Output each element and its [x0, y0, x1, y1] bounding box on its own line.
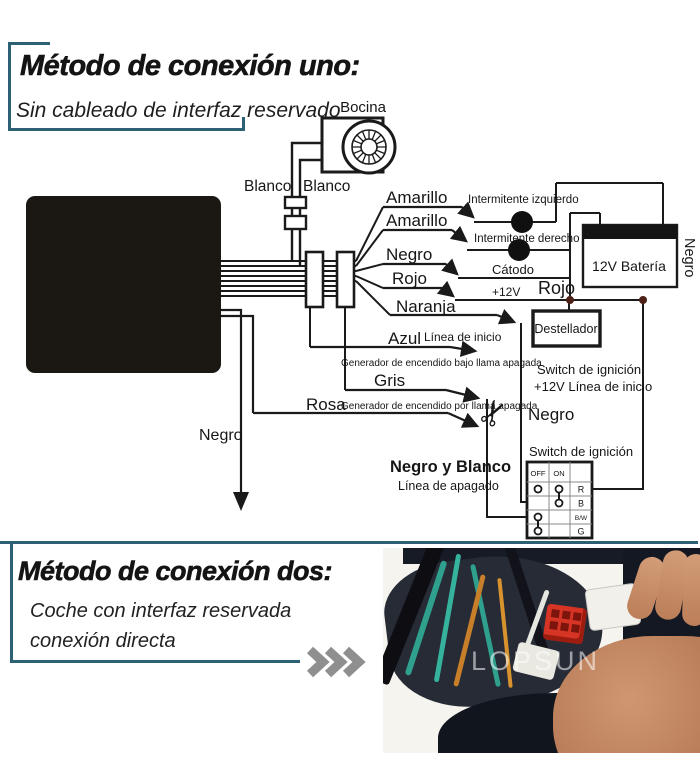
junction-dot [639, 296, 647, 304]
battery: 12V Batería [581, 223, 679, 289]
alarm-unit-box [26, 196, 221, 373]
note-intermitente-derecho: Intermitente derecho [474, 233, 579, 245]
ground-arrowhead [233, 492, 249, 511]
junction-dot [566, 296, 574, 304]
note-linea-apagado: Línea de apagado [398, 479, 499, 493]
wire-label-naranja: Naranja [396, 297, 456, 316]
chevrons-icon [306, 646, 366, 678]
horn-grille-icon [351, 129, 387, 165]
switch-row-r: R [578, 485, 585, 495]
bullet-connector [283, 214, 308, 231]
method-two-bracket [10, 544, 300, 663]
ignition-switch-table: OFF ON R B B/W G [525, 460, 594, 540]
wire-leaders [253, 201, 517, 428]
wire-label-amarillo-1: Amarillo [386, 188, 447, 207]
note-switch-ignicion-2: Switch de ignición [529, 444, 633, 459]
method-two-title: Método de conexión dos: [18, 556, 333, 587]
installation-photo: LOPSUN [383, 548, 700, 753]
switch-row-bw: B/W [575, 515, 588, 522]
note-12v-linea-inicio: +12V Línea de inicio [534, 379, 652, 394]
chevron-right-icon [306, 646, 330, 678]
method-two-line2: conexión directa [30, 630, 176, 652]
scissors-icon: ✂ [471, 392, 518, 435]
switch-col-off: OFF [531, 469, 546, 478]
chevron-right-icon [324, 646, 348, 678]
wire-label-gris: Gris [374, 371, 405, 390]
note-intermitente-izquierdo: Intermitente izquierdo [468, 194, 579, 206]
method-one-subtitle: Sin cableado de interfaz reservado [16, 99, 341, 122]
connector-block [304, 250, 325, 309]
method-two-top-rule [0, 541, 698, 544]
flasher-label: Destellador [534, 322, 597, 336]
horn [320, 116, 397, 175]
turn-signal-bulb-right [508, 239, 530, 261]
wire-label-rosa: Rosa [306, 395, 346, 414]
method-two-line1: Coche con interfaz reservada [30, 600, 292, 622]
note-negro-bateria: Negro [681, 238, 697, 278]
note-catodo: Cátodo [492, 262, 534, 277]
wire-label-amarillo-2: Amarillo [386, 211, 447, 230]
note-generador-bajo: Generador de encendido bajo llama apagad… [341, 358, 542, 369]
horn-label: Bocina [340, 99, 387, 116]
connector-block [335, 250, 356, 309]
wire-label-rojo: Rojo [392, 269, 427, 288]
flasher-box [531, 309, 602, 348]
wire-fanout [309, 206, 391, 390]
title-bracket [8, 42, 245, 131]
note-negro-switch: Negro [528, 405, 574, 424]
bullet-connector [283, 195, 308, 210]
watermark: LOPSUN [471, 646, 601, 676]
title-bracket-tick [242, 117, 245, 131]
method-one-title: Método de conexión uno: [20, 50, 361, 83]
wire-label-blanco-right: Blanco [303, 178, 350, 195]
switch-row-g: G [577, 527, 584, 537]
red-connector [542, 603, 588, 645]
lower-wires [221, 308, 255, 492]
chevron-right-icon [342, 646, 366, 678]
wire-label-negro-abajo: Negro [199, 427, 243, 444]
note-rojo-bateria: Rojo [538, 278, 575, 298]
title-bracket-top [8, 42, 50, 45]
right-circuit [455, 182, 664, 518]
wire-label-azul: Azul [388, 329, 421, 348]
wire-label-negro: Negro [386, 245, 432, 264]
turn-signal-bulb-left [511, 211, 533, 233]
switch-row-b: B [578, 499, 584, 509]
note-linea-inicio: Línea de inicio [424, 330, 502, 344]
wire-label-blanco-left: Blanco [244, 178, 291, 195]
note-generador-por: Generador de encendido por llama apagada [341, 401, 538, 412]
finger [681, 553, 700, 627]
note-negro-y-blanco: Negro y Blanco [390, 458, 511, 476]
switch-col-on: ON [553, 469, 564, 478]
horn-wires [290, 141, 322, 266]
battery-label: 12V Batería [592, 258, 666, 274]
note-switch-ignicion-1: Switch de ignición [537, 362, 641, 377]
note-12v: +12V [492, 285, 520, 299]
wire-bundle [221, 260, 356, 297]
